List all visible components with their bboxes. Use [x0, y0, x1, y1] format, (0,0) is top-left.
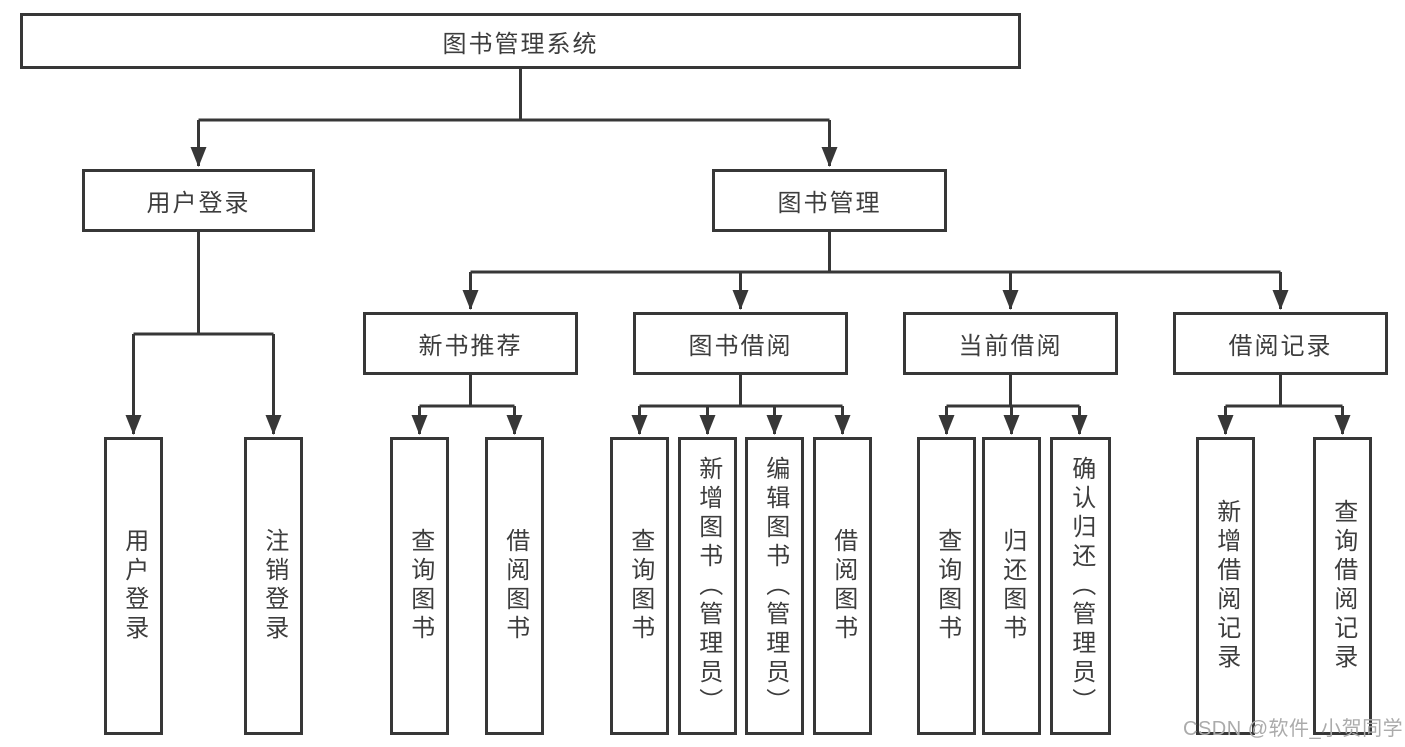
node-leaf-query-book-3-label: 查询图书 — [933, 528, 961, 644]
node-leaf-add-book-admin-label: 新增图书（管理员） — [694, 455, 722, 717]
node-leaf-return-book: 归还图书 — [982, 437, 1041, 735]
connector-root — [198, 69, 830, 122]
node-leaf-user-login-label: 用户登录 — [120, 528, 148, 644]
node-root-label: 图书管理系统 — [442, 30, 599, 58]
node-leaf-add-book-admin: 新增图书（管理员） — [678, 437, 737, 735]
node-leaf-borrow-book-2: 借阅图书 — [813, 437, 872, 735]
node-leaf-add-borrow-record-label: 新增借阅记录 — [1212, 499, 1240, 673]
connector-book-borrow — [639, 375, 843, 408]
node-leaf-confirm-return-admin: 确认归还（管理员） — [1050, 437, 1111, 735]
connector-book-management — [470, 232, 1281, 274]
node-leaf-add-borrow-record: 新增借阅记录 — [1196, 437, 1255, 735]
node-new-book-recommend-label: 新书推荐 — [418, 333, 523, 360]
node-borrow-record: 借阅记录 — [1173, 312, 1388, 375]
node-leaf-borrow-book-1: 借阅图书 — [485, 437, 544, 735]
node-leaf-edit-book-admin-label: 编辑图书（管理员） — [761, 455, 789, 717]
node-root: 图书管理系统 — [20, 13, 1021, 69]
node-book-borrow: 图书借阅 — [633, 312, 848, 375]
node-leaf-logout: 注销登录 — [244, 437, 303, 735]
node-borrow-record-label: 借阅记录 — [1228, 333, 1333, 360]
node-leaf-return-book-label: 归还图书 — [998, 528, 1026, 644]
connector-current-borrow — [946, 375, 1080, 408]
node-leaf-logout-label: 注销登录 — [260, 528, 288, 644]
node-new-book-recommend: 新书推荐 — [363, 312, 578, 375]
node-leaf-query-book-1-label: 查询图书 — [406, 528, 434, 644]
node-leaf-query-borrow-record: 查询借阅记录 — [1313, 437, 1372, 735]
node-leaf-borrow-book-2-label: 借阅图书 — [829, 528, 857, 644]
node-leaf-query-book-3: 查询图书 — [917, 437, 976, 735]
connector-new-book-recommend — [419, 375, 515, 408]
node-user-login-label: 用户登录 — [146, 190, 251, 217]
connector-user-login — [133, 232, 274, 336]
node-book-management: 图书管理 — [712, 169, 947, 232]
connector-borrow-record — [1225, 375, 1343, 408]
node-leaf-query-book-1: 查询图书 — [390, 437, 449, 735]
node-user-login: 用户登录 — [82, 169, 315, 232]
node-leaf-query-borrow-record-label: 查询借阅记录 — [1329, 499, 1357, 673]
node-current-borrow-label: 当前借阅 — [958, 333, 1063, 360]
node-book-borrow-label: 图书借阅 — [688, 333, 793, 360]
node-leaf-edit-book-admin: 编辑图书（管理员） — [745, 437, 804, 735]
node-leaf-user-login: 用户登录 — [104, 437, 163, 735]
node-leaf-query-book-2-label: 查询图书 — [626, 528, 654, 644]
csdn-watermark: CSDN @软件_小贺同学 — [1183, 718, 1404, 740]
node-leaf-query-book-2: 查询图书 — [610, 437, 669, 735]
node-leaf-confirm-return-admin-label: 确认归还（管理员） — [1067, 455, 1095, 717]
node-leaf-borrow-book-1-label: 借阅图书 — [501, 528, 529, 644]
node-current-borrow: 当前借阅 — [903, 312, 1118, 375]
node-book-management-label: 图书管理 — [777, 190, 882, 217]
